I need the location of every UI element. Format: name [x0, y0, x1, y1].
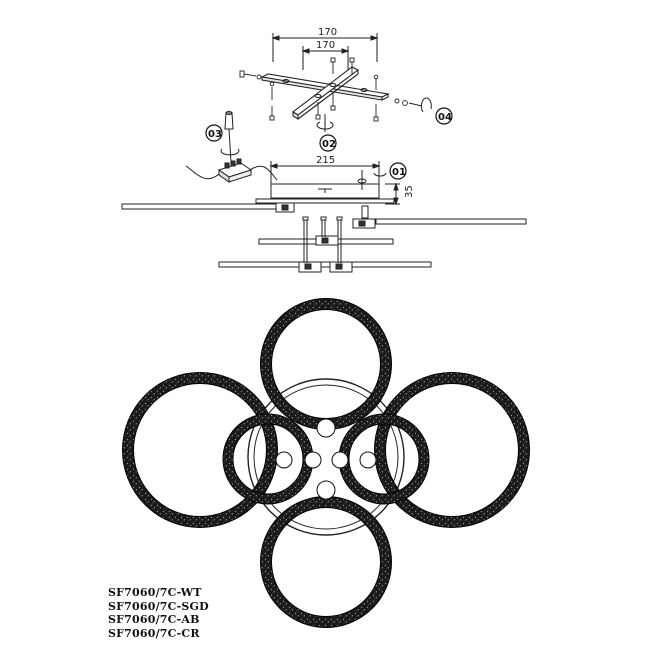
step-callout-03: 03 — [205, 124, 223, 142]
dimension-170-inner — [301, 46, 350, 70]
screw-bottom-2 — [330, 93, 336, 111]
step-callout-02: 02 — [319, 134, 337, 152]
mounting-bracket-group — [239, 33, 432, 132]
ring-top — [260, 298, 392, 430]
rotation-arrow-03 — [220, 148, 240, 156]
supply-wire — [185, 165, 220, 180]
ring-large-left — [122, 372, 278, 528]
rings-top-view — [122, 298, 530, 628]
hub-right-outer — [359, 451, 377, 469]
screw-top-2 — [349, 57, 355, 74]
model-code: SF7060/7C-CR — [108, 626, 200, 640]
center-ring-back — [247, 378, 405, 536]
dimension-170-outer — [271, 33, 379, 62]
dimension-label-215: 215 — [316, 155, 335, 166]
screw-mid-1 — [373, 74, 379, 90]
ring-hubs — [275, 418, 377, 500]
dimension-215 — [269, 161, 381, 184]
step-callout-01: 01 — [389, 162, 407, 180]
step-label-01: 01 — [392, 167, 406, 178]
screw-bottom-1 — [315, 102, 321, 120]
dimension-35 — [385, 182, 400, 206]
terminal-block — [217, 158, 253, 183]
cross-bracket — [260, 66, 390, 120]
ring-bottom — [260, 496, 392, 628]
hub-left-inner — [304, 451, 322, 469]
screwdriver-icon — [224, 111, 234, 163]
ring-side-1 — [121, 203, 281, 210]
model-list: SF7060/7C-WT SF7060/7C-SGD SF7060/7C-AB … — [108, 586, 209, 640]
step-label-02: 02 — [322, 139, 336, 150]
hub-left-outer — [275, 451, 293, 469]
step-label-04: 04 — [438, 112, 452, 123]
screwdriver-terminal-group — [185, 111, 278, 183]
bracket-screws — [239, 57, 423, 122]
screw-left — [239, 70, 262, 80]
model-code: SF7060/7C-AB — [108, 613, 200, 626]
screw-bottom-3 — [373, 104, 379, 122]
rotation-arrow-02 — [316, 114, 334, 132]
model-code: SF7060/7C-SGD — [108, 599, 209, 613]
ring-large-right — [374, 372, 530, 528]
dimension-label-35: 35 — [404, 185, 415, 198]
dimension-label-inner: 170 — [316, 40, 335, 51]
screw-mid-2 — [269, 81, 275, 100]
rotation-arrow-01 — [373, 172, 387, 177]
screw-bottom-4 — [269, 106, 275, 121]
screw-top-1 — [330, 57, 336, 74]
canopy-plate — [255, 198, 395, 204]
canopy-side-view — [121, 161, 527, 273]
ring-side-2 — [375, 218, 527, 225]
screw-right — [394, 98, 423, 107]
dimension-label-outer: 170 — [318, 27, 337, 38]
step-label-03: 03 — [208, 129, 222, 140]
model-code: SF7060/7C-WT — [108, 586, 202, 599]
hub-right-inner — [331, 451, 349, 469]
rotation-arrow-04 — [420, 97, 432, 113]
ring-side-4 — [218, 261, 432, 268]
lamp-wire — [249, 165, 278, 181]
hub-top — [316, 418, 336, 438]
hub-bottom — [316, 480, 336, 500]
step-callout-04: 04 — [435, 107, 453, 125]
